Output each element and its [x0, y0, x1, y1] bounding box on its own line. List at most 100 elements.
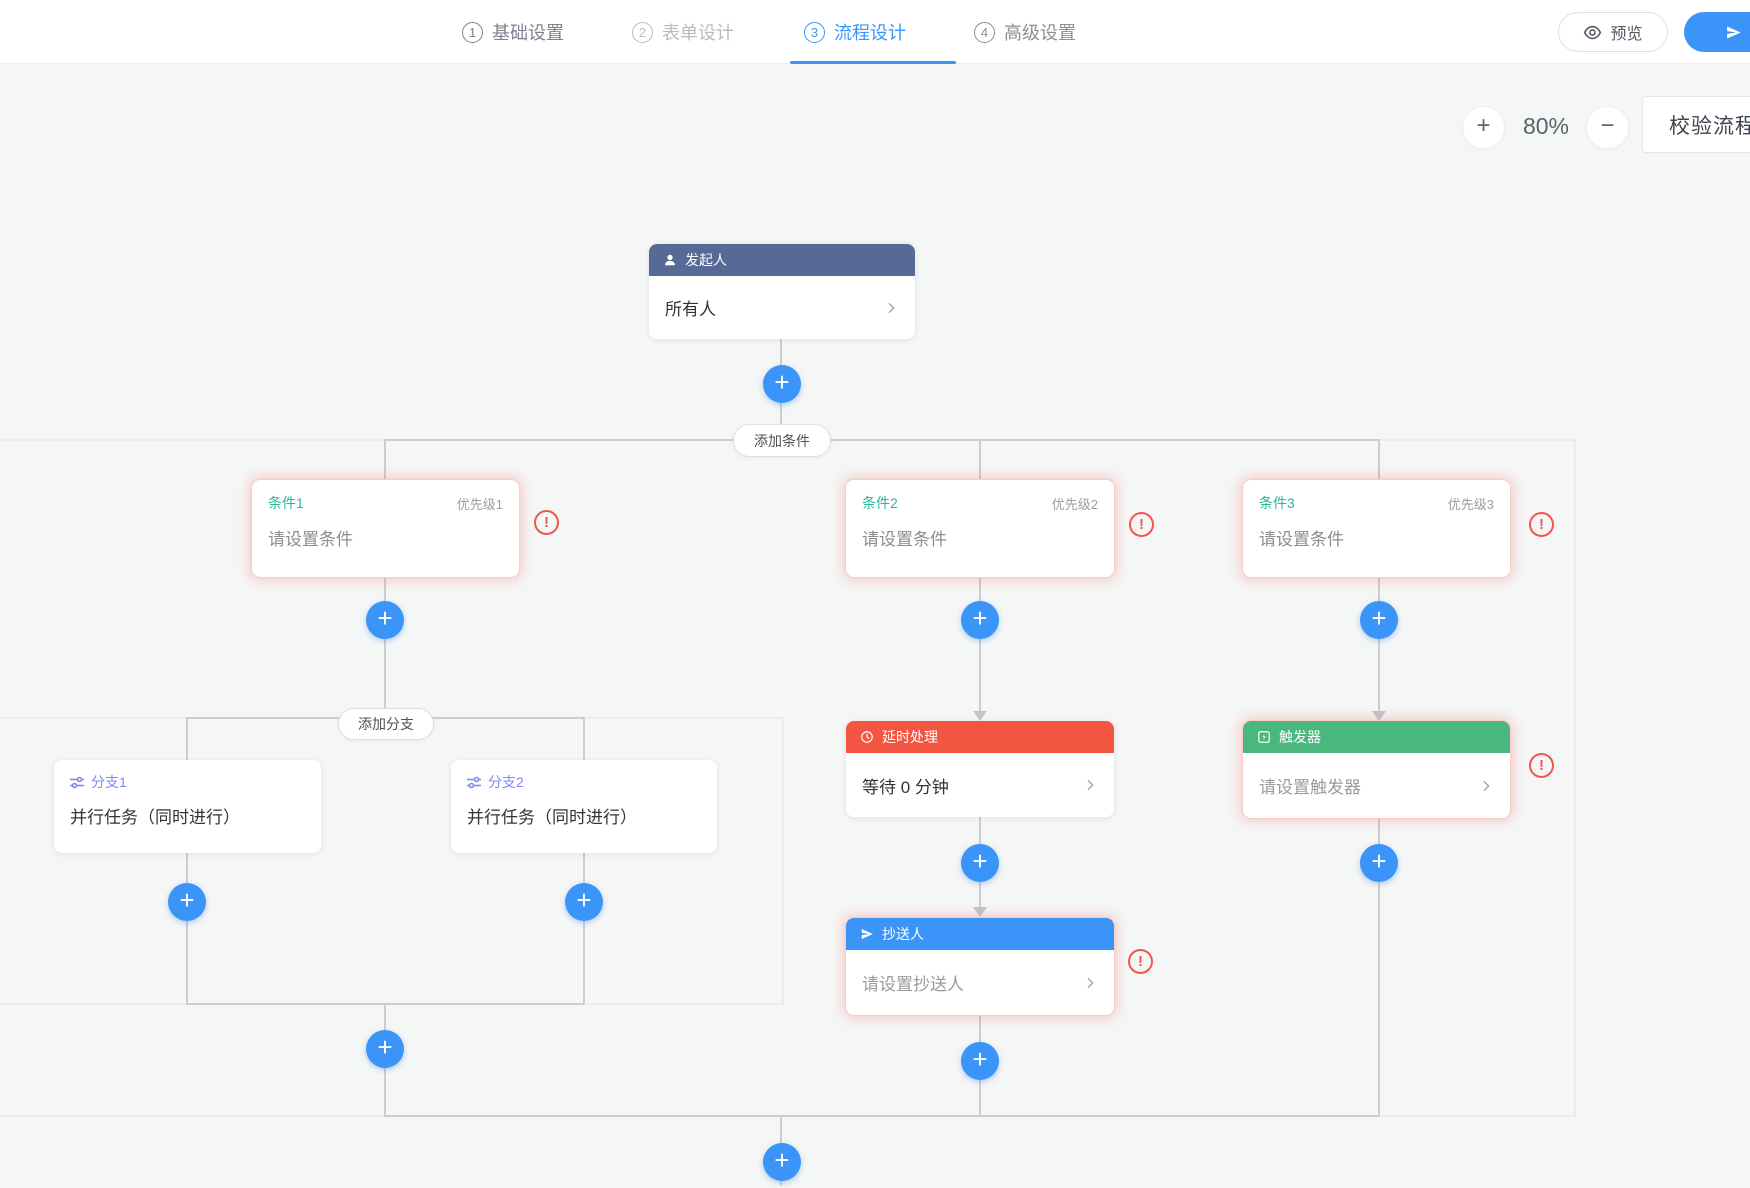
publish-button[interactable]: 发布 [1684, 12, 1750, 52]
add-node-button[interactable]: + [565, 883, 603, 921]
trigger-icon [1257, 730, 1271, 744]
chevron-right-icon [1082, 777, 1098, 793]
condition-node-3[interactable]: 条件3 优先级3 请设置条件 [1243, 480, 1510, 577]
add-branch-button[interactable]: 添加分支 [338, 708, 434, 740]
step-number: 3 [804, 21, 825, 43]
start-node[interactable]: 发起人 所有人 [649, 244, 915, 339]
plus-icon: + [1371, 845, 1387, 876]
step-number: 1 [462, 21, 483, 43]
delay-node[interactable]: 延时处理 等待 0 分钟 [846, 721, 1114, 817]
sub-branch-box-right-border [782, 717, 784, 1005]
branch-title: 分支1 [91, 774, 127, 790]
branch-value: 并行任务（同时进行） [70, 808, 240, 827]
warning-icon[interactable]: ! [534, 510, 559, 535]
add-node-button[interactable]: + [961, 844, 999, 882]
connector [1378, 439, 1380, 481]
tab-label: 流程设计 [834, 23, 906, 43]
warning-icon[interactable]: ! [1129, 512, 1154, 537]
plus-icon: + [972, 845, 988, 876]
warning-icon[interactable]: ! [1529, 512, 1554, 537]
start-node-value: 所有人 [665, 300, 716, 319]
warning-mark: ! [544, 514, 549, 531]
delay-node-value: 等待 0 分钟 [862, 777, 949, 797]
plus-icon: + [972, 602, 988, 633]
connector [583, 851, 585, 1004]
trigger-node[interactable]: 触发器 请设置触发器 [1243, 721, 1510, 818]
send-icon [860, 927, 874, 941]
connector [186, 851, 188, 1004]
cc-node[interactable]: 抄送人 请设置抄送人 [846, 918, 1114, 1015]
plus-icon: + [179, 884, 195, 915]
plus-icon: + [377, 1031, 393, 1062]
add-node-button[interactable]: + [366, 601, 404, 639]
condition-title: 条件1 [268, 495, 304, 511]
branch-box-right-border [1574, 439, 1576, 1117]
tab-label: 表单设计 [662, 23, 734, 43]
add-condition-button[interactable]: 添加条件 [733, 424, 831, 457]
condition-node-1[interactable]: 条件1 优先级1 请设置条件 [252, 480, 519, 577]
tab-form-design[interactable]: 2 表单设计 [632, 0, 734, 64]
start-node-title: 发起人 [685, 252, 727, 268]
plus-icon: + [774, 1144, 790, 1175]
warning-mark: ! [1139, 516, 1144, 533]
start-node-header: 发起人 [649, 244, 915, 276]
add-node-button[interactable]: + [961, 601, 999, 639]
plus-icon: + [576, 884, 592, 915]
branch-icon [70, 776, 84, 789]
warning-icon[interactable]: ! [1529, 753, 1554, 778]
add-node-button[interactable]: + [961, 1042, 999, 1080]
plus-icon: + [972, 1043, 988, 1074]
add-node-button[interactable]: + [1360, 601, 1398, 639]
chevron-right-icon [883, 300, 899, 316]
chevron-right-icon [1082, 975, 1098, 991]
warning-mark: ! [1539, 757, 1544, 774]
active-tab-underline [790, 61, 956, 64]
cc-node-value: 请设置抄送人 [862, 975, 964, 994]
connector [1378, 816, 1380, 1116]
zoom-in-button[interactable]: + [1462, 106, 1505, 149]
arrow-down-icon [1372, 711, 1386, 721]
zoom-out-button[interactable]: − [1586, 106, 1629, 149]
tab-process-design[interactable]: 3 流程设计 [804, 0, 906, 64]
branch-value: 并行任务（同时进行） [467, 808, 637, 827]
condition-priority: 优先级1 [456, 496, 503, 512]
condition-value: 请设置条件 [1259, 530, 1344, 549]
condition-title: 条件3 [1259, 495, 1295, 511]
connector [186, 717, 188, 761]
condition-node-2[interactable]: 条件2 优先级2 请设置条件 [846, 480, 1114, 577]
plus-icon: + [377, 602, 393, 633]
cc-node-title: 抄送人 [882, 926, 924, 942]
tab-label: 高级设置 [1004, 23, 1076, 43]
connector [384, 575, 386, 718]
validate-flow-button[interactable]: 校验流程 [1642, 96, 1750, 153]
parallel-branch-node-1[interactable]: 分支1 并行任务（同时进行） [54, 760, 321, 853]
tab-basic-settings[interactable]: 1 基础设置 [462, 0, 564, 64]
add-node-button[interactable]: + [1360, 844, 1398, 882]
add-node-button[interactable]: + [763, 365, 801, 403]
parallel-branch-node-2[interactable]: 分支2 并行任务（同时进行） [451, 760, 717, 853]
add-node-button[interactable]: + [366, 1030, 404, 1068]
branch-icon [467, 776, 481, 789]
connector [1378, 575, 1380, 713]
delay-node-title: 延时处理 [882, 729, 938, 745]
zoom-level: 80% [1522, 113, 1570, 139]
top-bar: 1 基础设置 2 表单设计 3 流程设计 4 高级设置 预览 [0, 0, 1750, 64]
chevron-right-icon [1478, 778, 1494, 794]
add-node-button[interactable]: + [763, 1143, 801, 1181]
tab-advanced-settings[interactable]: 4 高级设置 [974, 0, 1076, 64]
preview-button[interactable]: 预览 [1558, 12, 1668, 52]
trigger-node-header: 触发器 [1243, 721, 1510, 753]
add-node-button[interactable]: + [168, 883, 206, 921]
condition-priority: 优先级3 [1447, 496, 1494, 512]
step-number: 4 [974, 21, 995, 43]
trigger-node-value: 请设置触发器 [1259, 778, 1361, 797]
warning-icon[interactable]: ! [1128, 949, 1153, 974]
plus-icon: + [1371, 602, 1387, 633]
clock-icon [860, 730, 874, 744]
plus-icon: + [1476, 112, 1491, 139]
user-icon [663, 253, 677, 267]
trigger-node-title: 触发器 [1279, 729, 1321, 745]
condition-title: 条件2 [862, 495, 898, 511]
send-icon [1725, 24, 1742, 41]
branch-title: 分支2 [488, 774, 524, 790]
